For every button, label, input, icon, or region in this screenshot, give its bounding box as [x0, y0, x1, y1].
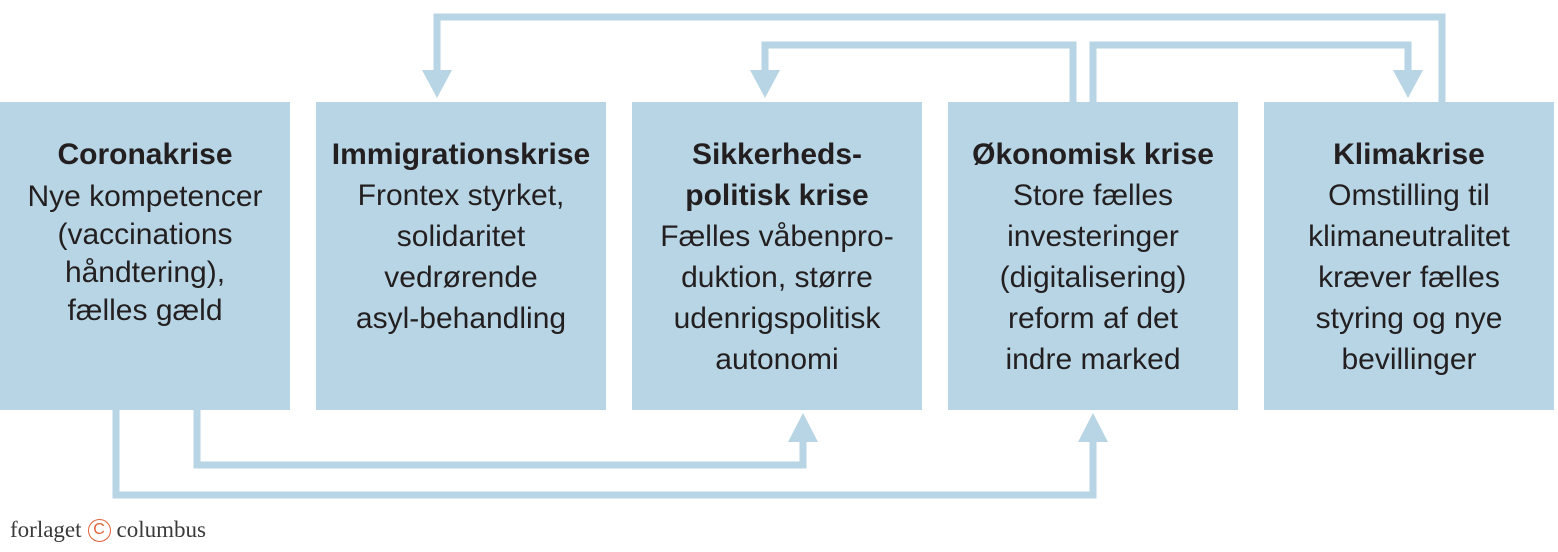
arrow-oekonomisk-to-klimakrise	[1089, 41, 1412, 104]
box-oekonomisk-krise: Økonomisk krise Store fælles investering…	[948, 102, 1238, 410]
box-text-line: reform af det	[1007, 302, 1179, 335]
box-text-line: solidaritet	[396, 220, 526, 253]
box-body: Omstilling til klimaneutralitet kræver f…	[1264, 175, 1554, 380]
box-text-line: duktion, større	[681, 261, 873, 294]
box-text-line: bevillinger	[1341, 343, 1477, 376]
box-text-line: fælles gæld	[67, 294, 223, 327]
box-text-line: Frontex styrket,	[357, 179, 565, 212]
box-body: Fælles våbenpro- duktion, større udenrig…	[632, 216, 922, 380]
logo-word-forlaget: forlaget	[10, 517, 82, 542]
box-text-line: investeringer	[1007, 220, 1179, 253]
arrowhead-immigrationskrise-top	[422, 70, 452, 98]
box-text-line: asyl-behandling	[355, 302, 567, 335]
box-text-line: udenrigspolitisk	[673, 302, 881, 335]
arrow-klimakrise-to-immigrationskrise	[433, 13, 1446, 104]
box-text-line: klimaneutralitet	[1308, 220, 1510, 253]
box-immigrationskrise: Immigrationskrise Frontex styrket, solid…	[316, 102, 606, 410]
box-coronakrise: Coronakrise Nye kompetencer (vaccination…	[0, 102, 290, 410]
arrowhead-klimakrise-top	[1393, 70, 1423, 98]
box-text-line: Store fælles	[1012, 179, 1174, 212]
box-text-line: håndtering),	[64, 256, 226, 289]
box-text-line: (digitalisering)	[999, 261, 1187, 294]
arrowhead-oekonomisk-bottom	[1078, 413, 1108, 442]
box-text-line: kræver fælles	[1318, 261, 1500, 294]
box-title: Sikkerheds-	[691, 138, 863, 171]
box-text-line: Nye kompetencer	[27, 180, 263, 213]
box-body: Store fælles investeringer (digitaliseri…	[948, 175, 1238, 380]
arrow-coronakrise-to-sikkerhedspolitisk	[193, 408, 807, 469]
arrow-oekonomisk-to-sikkerhedspolitisk	[761, 41, 1077, 104]
box-text-line: styring og nye	[1315, 302, 1503, 335]
box-title: Coronakrise	[57, 138, 233, 171]
publisher-logo: forlaget C columbus	[10, 517, 206, 543]
box-text-line: vedrørende	[384, 261, 538, 294]
arrow-coronakrise-to-oekonomisk	[112, 408, 1097, 499]
arrowhead-sikkerhedspolitisk-top	[750, 70, 780, 98]
box-text-line: autonomi	[715, 343, 839, 376]
box-text-line: indre marked	[1005, 343, 1181, 376]
box-title: Økonomisk krise	[972, 138, 1214, 171]
arrowhead-sikkerhedspolitisk-bottom	[788, 413, 818, 442]
box-text-line: (vaccinations	[57, 218, 233, 251]
logo-word-columbus: columbus	[116, 517, 206, 542]
box-body: Nye kompetencer (vaccinations håndtering…	[0, 178, 290, 330]
box-body: Frontex styrket, solidaritet vedrørende …	[316, 175, 606, 339]
box-title: Immigrationskrise	[331, 138, 591, 171]
box-text-line: Fælles våbenpro-	[660, 220, 894, 253]
box-text-line: Omstilling til	[1328, 179, 1490, 212]
box-klimakrise: Klimakrise Omstilling til klimaneutralit…	[1264, 102, 1554, 410]
logo-circled-c-icon: C	[87, 518, 111, 542]
box-title: Klimakrise	[1333, 138, 1485, 171]
box-title: politisk krise	[685, 179, 869, 212]
box-sikkerhedspolitisk-krise: Sikkerheds- politisk krise Fælles våbenp…	[632, 102, 922, 410]
